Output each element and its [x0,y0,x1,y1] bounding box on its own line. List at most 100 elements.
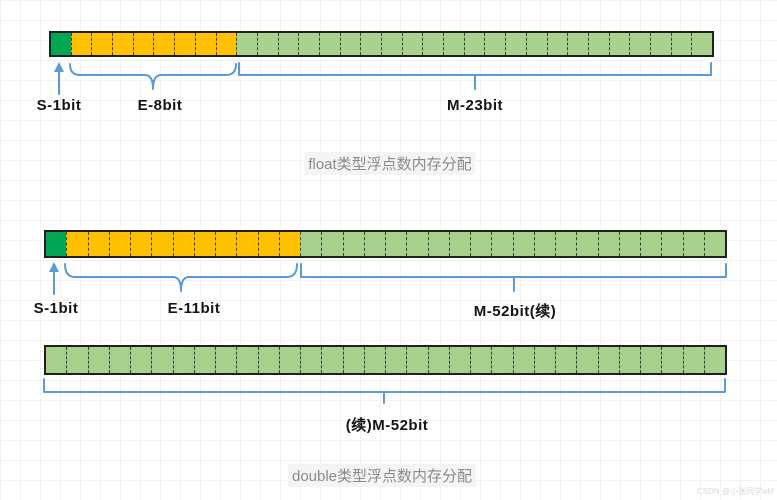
bit-cell [629,33,650,55]
bit-cell [321,347,343,373]
bit-cell [427,232,449,256]
bit-cell [682,347,704,373]
bit-cell [640,347,662,373]
bit-cell [505,33,526,55]
bit-cell [87,347,109,373]
bit-cell [321,232,343,256]
label-float-sign: S-1bit [36,97,82,114]
bit-cell [618,232,640,256]
label-double-exponent: E-11bit [167,300,221,317]
bit-cell [406,347,428,373]
bit-cell [174,33,195,55]
bit-cell [555,347,577,373]
bit-cell [470,232,492,256]
bit-cell [661,347,683,373]
bit-cell [46,347,67,373]
label-double-mantissa-continued: (续)M-52bit [345,417,429,434]
bit-cell [318,33,340,55]
bit-cell [151,347,173,373]
bit-cell [427,347,449,373]
bit-cell [682,232,704,256]
bit-cell [448,347,470,373]
float-diagram-title: float类型浮点数内存分配 [304,152,476,175]
bit-cell [193,347,215,373]
bit-cell [215,347,237,373]
bit-cell [587,33,609,55]
bit-cell [70,33,92,55]
bit-cell [87,232,109,256]
bit-cell [381,33,402,55]
bit-cell [576,347,598,373]
bit-cell [194,33,216,55]
double-sign-arrowhead-icon [49,262,59,272]
bit-cell [385,232,407,256]
bit-cell [406,232,428,256]
bit-cell [401,33,423,55]
bit-cell [257,347,279,373]
bit-cell [448,232,470,256]
bit-cell [470,347,492,373]
label-float-mantissa: M-23bit [447,97,503,114]
double-diagram-title: double类型浮点数内存分配 [287,464,477,487]
bit-cell [533,232,555,256]
bit-cell [342,347,364,373]
bit-cell [130,232,152,256]
bit-cell [172,232,194,256]
bit-cell [339,33,361,55]
bit-bar-float-row1 [49,31,714,57]
bit-cell [640,232,662,256]
bit-cell [555,232,577,256]
double-mantissa-bracket [300,263,727,292]
bit-cell [236,347,258,373]
bit-cell [703,347,725,373]
bit-cell [512,232,534,256]
bit-cell [661,232,683,256]
bit-cell [153,33,175,55]
bit-cell [300,232,322,256]
bit-cell [278,347,300,373]
bit-cell [300,347,322,373]
bit-cell [691,33,712,55]
bit-cell [567,33,588,55]
bit-cell [618,347,640,373]
label-double-sign: S-1bit [33,300,79,317]
bit-cell [546,33,568,55]
bit-cell [91,33,113,55]
bit-cell [132,33,154,55]
bit-cell [363,232,385,256]
bit-cell [215,33,237,55]
bit-cell [484,33,506,55]
bit-cell [363,347,385,373]
double-exponent-brace [64,263,298,292]
bit-cell [608,33,630,55]
bit-cell [597,232,619,256]
double-continuation-bracket [43,378,726,404]
float-mantissa-bracket [238,62,712,90]
bit-cell [670,33,692,55]
bit-cell [108,347,130,373]
bit-cell [236,33,257,55]
bit-cell [533,347,555,373]
bit-cell [597,347,619,373]
bit-cell [193,232,215,256]
bit-cell [703,232,725,256]
bit-bar-double-row2 [44,345,727,375]
bit-cell [256,33,278,55]
bit-cell [491,347,513,373]
label-float-exponent: E-8bit [137,97,183,114]
bit-cell [215,232,237,256]
bit-cell [443,33,464,55]
bit-cell [257,232,279,256]
csdn-watermark: CSDN @小张同学wkf [696,487,774,496]
bit-cell [422,33,444,55]
bit-cell [463,33,485,55]
bit-cell [151,232,173,256]
bit-cell [172,347,194,373]
bit-cell [649,33,671,55]
label-double-mantissa: M-52bit(续) [473,303,557,320]
bit-cell [278,232,300,256]
bit-cell [385,347,407,373]
bit-cell [51,33,71,55]
bit-cell [130,347,152,373]
